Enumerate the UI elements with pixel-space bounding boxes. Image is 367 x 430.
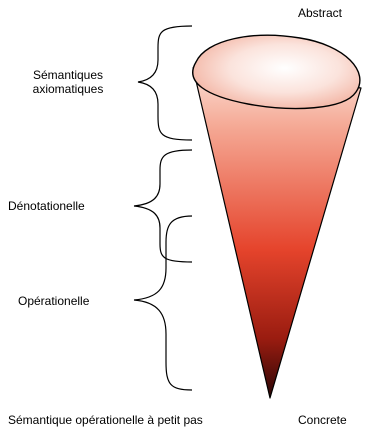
small-step-label: Sémantique opérationelle à petit pas [8, 413, 203, 427]
operational-label: Opérationelle [18, 294, 89, 308]
brace-operational [134, 216, 192, 390]
brace-denotational [134, 150, 192, 262]
concrete-label: Concrete [298, 413, 347, 427]
denotational-label: Dénotationelle [8, 199, 85, 213]
cone-body [193, 68, 361, 398]
abstract-label: Abstract [298, 6, 342, 20]
axiomatic-label: Sémantiques axiomatiques [22, 68, 114, 96]
axiomatic-label-text: Sémantiques axiomatiques [33, 68, 104, 96]
brace-axiomatic [138, 26, 192, 140]
